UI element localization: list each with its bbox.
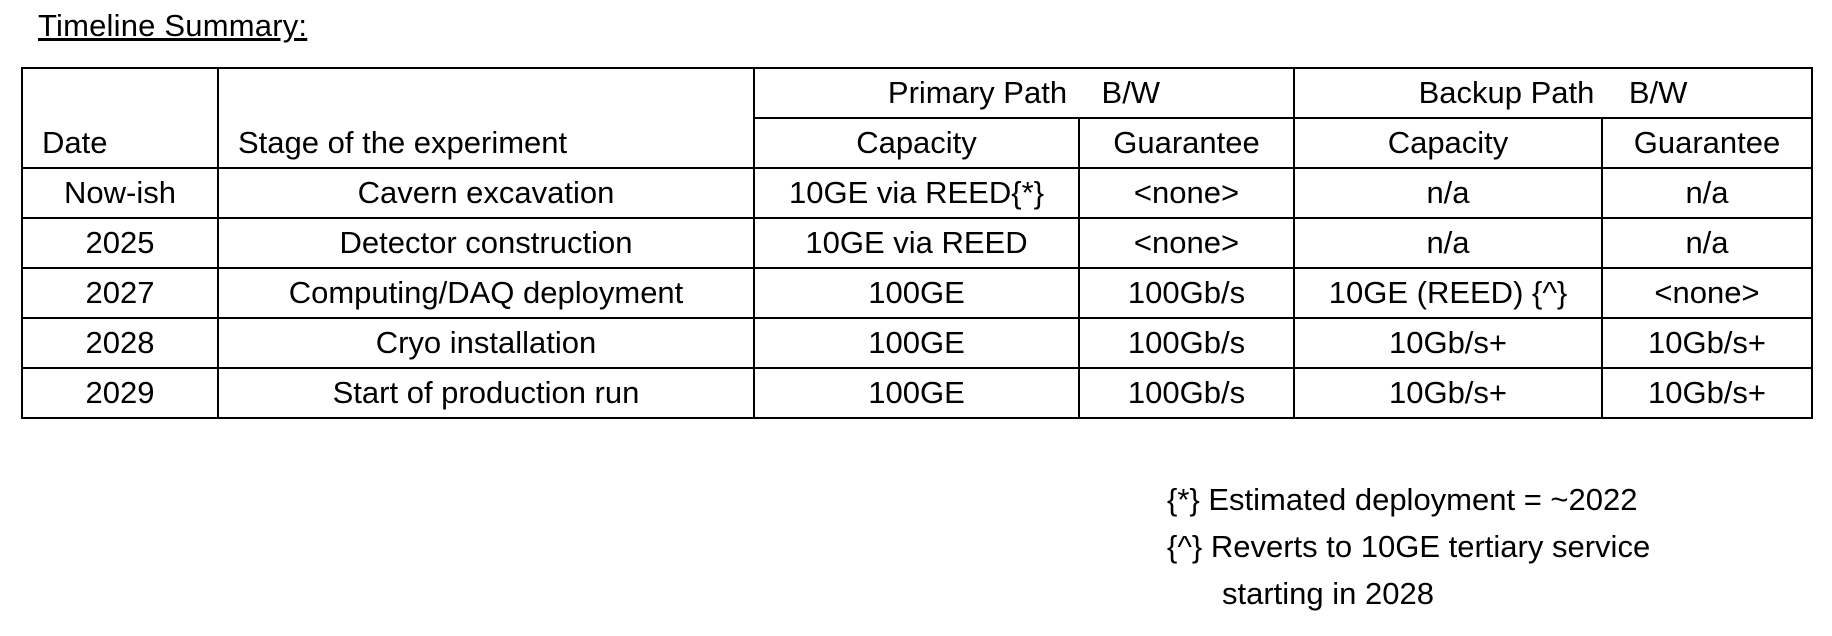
page-title: Timeline Summary: [38, 8, 308, 43]
cell-primary-capacity: 10GE via REED [753, 217, 1080, 269]
cell-primary-capacity: 10GE via REED{*} [753, 167, 1080, 219]
cell-stage: Cryo installation [217, 317, 755, 369]
cell-stage: Computing/DAQ deployment [217, 267, 755, 319]
header-primary-path: Primary Path B/W [753, 67, 1295, 119]
cell-stage: Detector construction [217, 217, 755, 269]
cell-stage: Cavern excavation [217, 167, 755, 219]
table-row: 2025 Detector construction 10GE via REED… [21, 217, 1813, 269]
header-backup-guarantee: Guarantee [1601, 117, 1813, 169]
cell-backup-guarantee: n/a [1601, 167, 1813, 219]
footnotes: {*} Estimated deployment = ~2022 {^} Rev… [1167, 476, 1650, 617]
footnote-reverts: {^} Reverts to 10GE tertiary service [1167, 529, 1651, 564]
cell-primary-guarantee: <none> [1078, 167, 1295, 219]
cell-date: 2027 [21, 267, 219, 319]
header-row-sub: Capacity Guarantee Capacity Guarantee [22, 117, 1813, 169]
footnote-estimated-deployment: {*} Estimated deployment = ~2022 [1167, 482, 1638, 517]
cell-date: 2028 [21, 317, 219, 369]
cell-backup-capacity: 10Gb/s+ [1293, 317, 1603, 369]
table-row: 2029 Start of production run 100GE 100Gb… [21, 367, 1813, 419]
header-primary-guarantee: Guarantee [1078, 117, 1295, 169]
cell-primary-capacity: 100GE [753, 317, 1080, 369]
table-row: 2028 Cryo installation 100GE 100Gb/s 10G… [21, 317, 1813, 369]
cell-primary-capacity: 100GE [753, 267, 1080, 319]
table-row: 2027 Computing/DAQ deployment 100GE 100G… [21, 267, 1813, 319]
cell-date: 2029 [21, 367, 219, 419]
cell-date: 2025 [21, 217, 219, 269]
cell-backup-capacity: 10Gb/s+ [1293, 367, 1603, 419]
cell-date: Now-ish [21, 167, 219, 219]
header-date: Date [21, 67, 219, 169]
timeline-table: Date Stage of the experiment Primary Pat… [21, 67, 1813, 419]
cell-primary-capacity: 100GE [753, 367, 1080, 419]
cell-backup-guarantee: n/a [1601, 217, 1813, 269]
header-stage: Stage of the experiment [217, 67, 755, 169]
header-row-group: Date Stage of the experiment Primary Pat… [21, 67, 1813, 169]
cell-primary-guarantee: 100Gb/s [1078, 317, 1295, 369]
cell-primary-guarantee: <none> [1078, 217, 1295, 269]
cell-backup-guarantee: 10Gb/s+ [1601, 317, 1813, 369]
table-row: Now-ish Cavern excavation 10GE via REED{… [21, 167, 1813, 219]
cell-primary-guarantee: 100Gb/s [1078, 267, 1295, 319]
cell-stage: Start of production run [217, 367, 755, 419]
cell-primary-guarantee: 100Gb/s [1078, 367, 1295, 419]
footnote-reverts-continued: starting in 2028 [1222, 576, 1434, 611]
header-backup-path: Backup Path B/W [1293, 67, 1813, 119]
cell-backup-capacity: n/a [1293, 217, 1603, 269]
header-primary-capacity: Capacity [753, 117, 1080, 169]
header-backup-capacity: Capacity [1293, 117, 1603, 169]
cell-backup-capacity: n/a [1293, 167, 1603, 219]
cell-backup-guarantee: 10Gb/s+ [1601, 367, 1813, 419]
cell-backup-guarantee: <none> [1601, 267, 1813, 319]
cell-backup-capacity: 10GE (REED) {^} [1293, 267, 1603, 319]
